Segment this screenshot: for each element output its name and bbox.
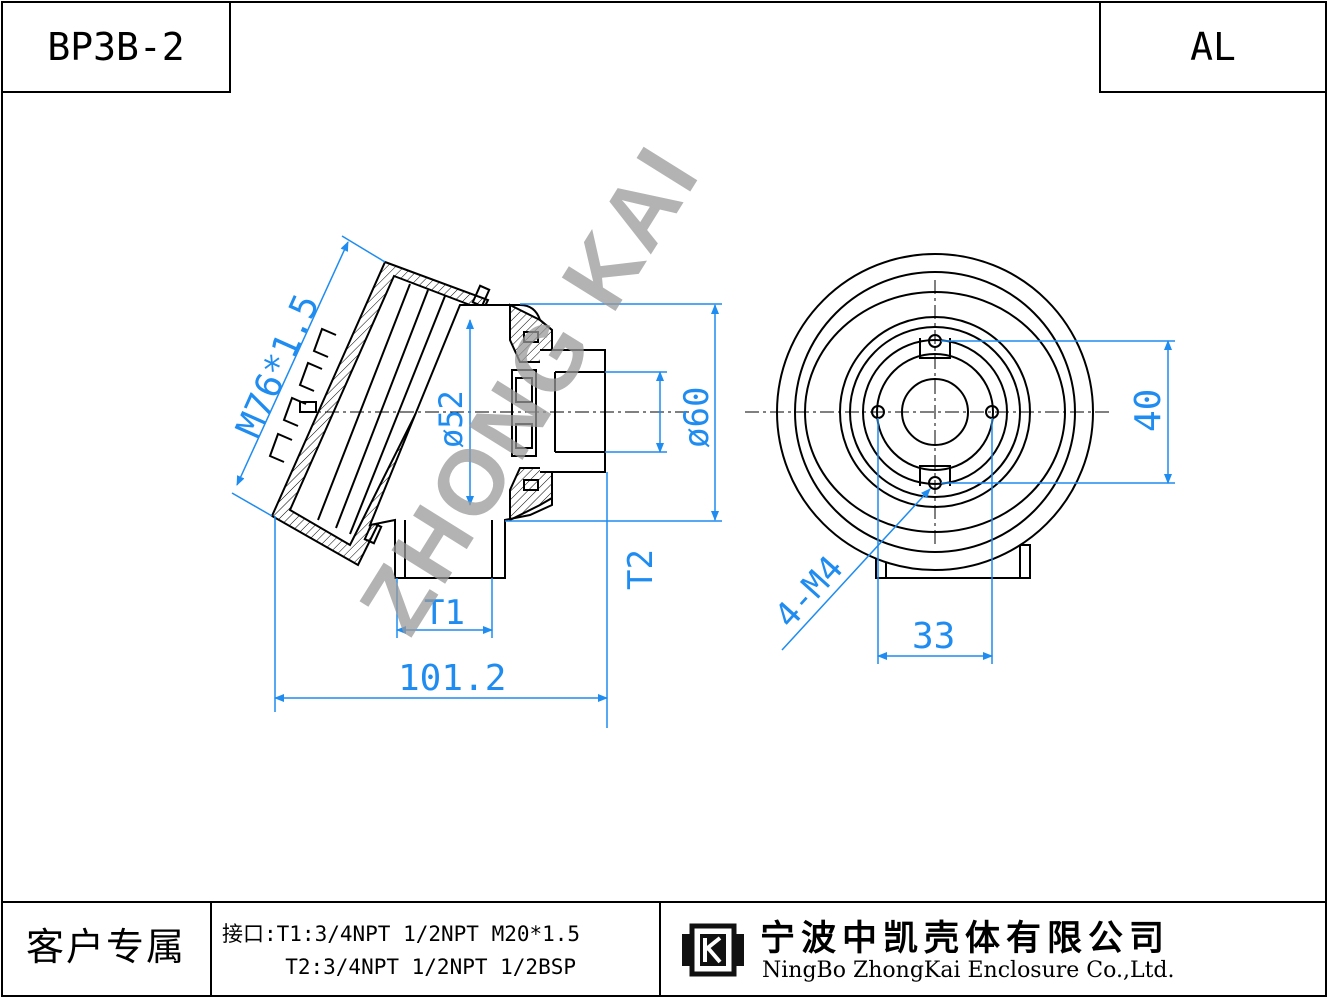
dim-inner-diameter: ø52 — [432, 390, 470, 448]
dim-mount-holes: 4-M4 — [767, 548, 852, 636]
company-name-cn: 宁波中凯壳体有限公司 — [760, 919, 1171, 959]
title-block-line-1 — [210, 901, 212, 997]
dim-port-t1: T1 — [424, 593, 465, 633]
material-code: AL — [1190, 25, 1236, 69]
customer-label: 客户专属 — [25, 925, 186, 969]
company-logo-icon — [682, 923, 744, 977]
front-view — [745, 253, 1110, 579]
spec-line-2: T2:3/4NPT 1/2NPT 1/2BSP — [222, 955, 577, 979]
company-name-en: NingBo ZhongKai Enclosure Co.,Ltd. — [762, 958, 1175, 983]
title-block-divider — [1, 901, 1327, 903]
title-block-line-2 — [659, 901, 661, 997]
material-box: AL — [1099, 1, 1327, 93]
model-number: BP3B-2 — [47, 25, 185, 69]
model-number-box: BP3B-2 — [1, 1, 231, 93]
dim-port-t2: T2 — [621, 549, 661, 590]
dim-outer-diameter: ø60 — [677, 387, 717, 448]
side-view-dimensions — [231, 235, 722, 728]
dim-total-length: 101.2 — [398, 658, 506, 699]
dim-hole-spacing-h: 33 — [912, 616, 955, 657]
front-view-dimensions — [781, 340, 1175, 664]
t2-port — [540, 349, 606, 473]
dim-hole-spacing-v: 40 — [1128, 389, 1169, 432]
spec-line-1: 接口:T1:3/4NPT 1/2NPT M20*1.5 — [222, 922, 581, 946]
